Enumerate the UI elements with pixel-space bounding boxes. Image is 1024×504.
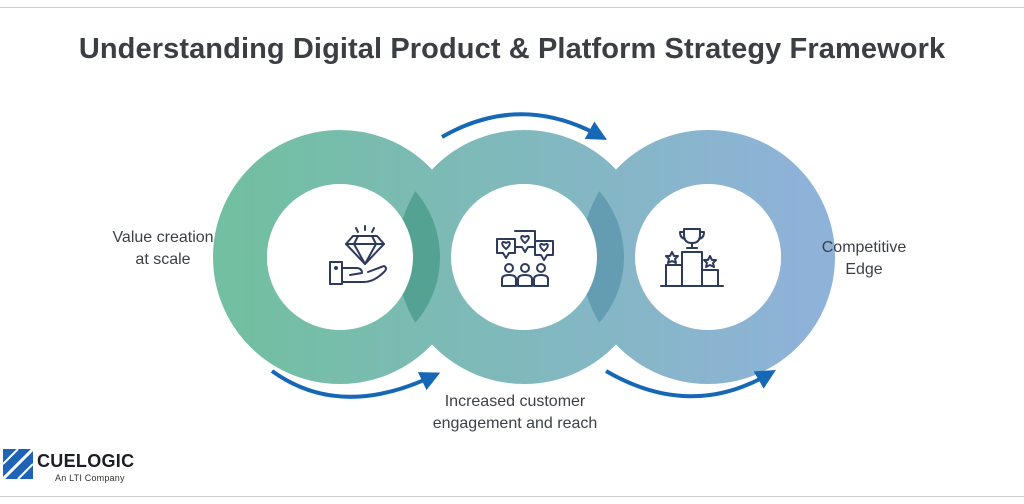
logo-mark-icon xyxy=(3,449,33,479)
stage-label-engagement: Increased customer engagement and reach xyxy=(432,393,598,432)
audience-hearts-icon xyxy=(496,230,554,287)
arrow-bottom-left xyxy=(270,369,441,399)
page-title: Understanding Digital Product & Platform… xyxy=(78,33,946,65)
logo-brand: CUELOGIC xyxy=(37,451,135,471)
overlap-left xyxy=(397,157,440,357)
overlap-right xyxy=(581,157,624,357)
trophy-podium-icon xyxy=(660,228,724,287)
stage-label-competitive-edge: Competitive Edge xyxy=(821,239,907,278)
top-divider xyxy=(0,7,1024,8)
arrow-bottom-right xyxy=(604,369,776,399)
diamond-hand-icon xyxy=(329,225,387,285)
logo-tagline: An LTI Company xyxy=(55,473,125,483)
stage-label-value-creation: Value creation at scale xyxy=(112,229,214,268)
company-logo: CUELOGIC An LTI Company xyxy=(3,447,143,487)
arrow-top xyxy=(441,112,608,140)
bottom-divider xyxy=(0,496,1024,497)
